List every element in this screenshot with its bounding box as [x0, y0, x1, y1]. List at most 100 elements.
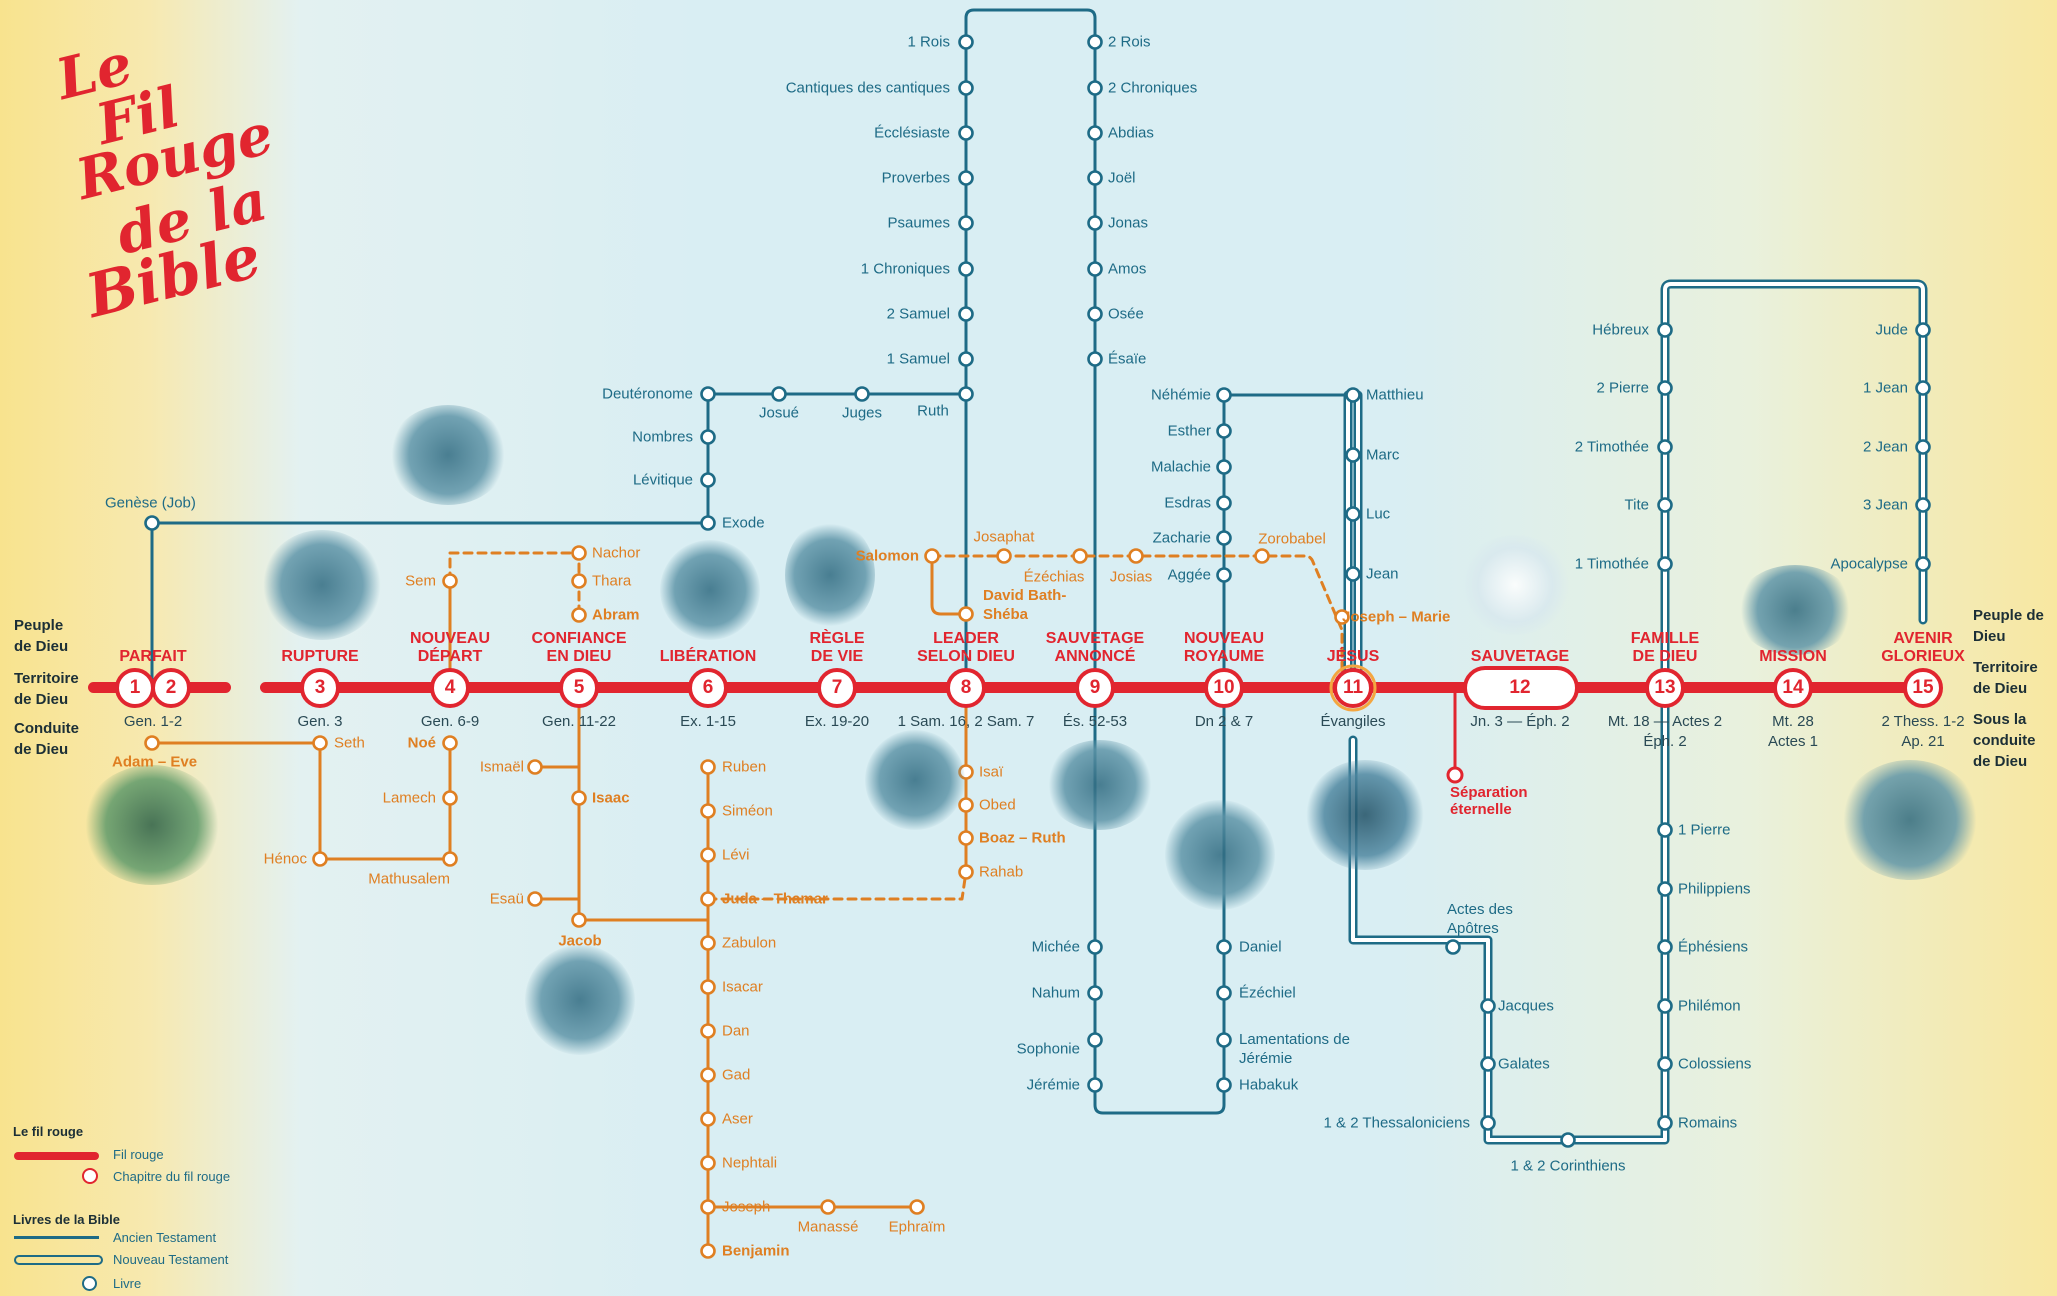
nt-book-stop-2: [1345, 506, 1361, 522]
nt-book-stop-0: [1345, 387, 1361, 403]
station-13-ref: Mt. 18 — Actes 2 Éph. 2: [1607, 713, 1723, 750]
person-stop-18: [700, 935, 716, 951]
book-actes: Actes des Apôtres: [1447, 901, 1513, 937]
book-luc: Luc: [1366, 505, 1391, 523]
moses-illustration: [785, 520, 875, 630]
ot-book-stop-30: [1087, 939, 1103, 955]
ot-book-stop-29: [1216, 567, 1232, 583]
person-lamech: Lamech: [382, 789, 436, 807]
book-colossiens: Colossiens: [1678, 1055, 1752, 1073]
nt-book-stop-7: [1480, 1115, 1496, 1131]
station-11-ref: Évangiles: [1320, 713, 1386, 730]
nt-book-stop-21: [1915, 380, 1931, 396]
book-sophonie: Sophonie: [1016, 1040, 1080, 1058]
left-label-guidance: Conduite de Dieu: [14, 720, 79, 758]
ot-book-stop-37: [1216, 1077, 1232, 1093]
station-4-ref: Gen. 6-9: [420, 713, 480, 730]
person-stop-10: [527, 759, 543, 775]
station-5-title: CONFIANCE EN DIEU: [531, 630, 627, 665]
station-5-ref: Gen. 11-22: [542, 713, 616, 730]
station-2-number: 2: [165, 677, 177, 698]
station-6-number: 6: [702, 677, 714, 698]
person-stop-36: [1254, 548, 1270, 564]
right-label-guidance: Sous la conduite de Dieu: [1973, 711, 2036, 770]
adam-eve-illustration: [82, 765, 222, 885]
station-circle-9: [1075, 668, 1115, 708]
person-isaac: Isaac: [592, 789, 630, 807]
david-illustration: [865, 730, 965, 830]
person-stop-37: [958, 606, 974, 622]
ot-book-stop-27: [1216, 495, 1232, 511]
person-juda-thamar: Juda – Thamar: [722, 890, 828, 908]
ot-book-stop-18: [1087, 125, 1103, 141]
person-stop-33: [996, 548, 1012, 564]
nt-book-stop-17: [1657, 439, 1673, 455]
book-2-samuel: 2 Samuel: [886, 305, 950, 323]
ot-book-stop-6: [854, 386, 870, 402]
person-stop-19: [700, 979, 716, 995]
person-stop-21: [700, 1067, 716, 1083]
nt-book-stop-20: [1915, 322, 1931, 338]
person-rahab: Rahab: [979, 863, 1024, 881]
book-proverbes: Proverbes: [881, 169, 950, 187]
book-amos: Amos: [1108, 260, 1147, 278]
person-joseph-marie: Joseph – Marie: [1342, 608, 1451, 626]
book-nehemie: Néhémie: [1150, 386, 1211, 404]
legend-label-ot: Ancien Testament: [113, 1230, 217, 1245]
person-simeon: Siméon: [722, 802, 773, 820]
person-stop-32: [924, 548, 940, 564]
station-3-ref: Gen. 3: [297, 713, 343, 730]
nt-book-stop-1: [1345, 447, 1361, 463]
ot-book-stop-26: [1216, 459, 1232, 475]
person-stop-38: [1334, 609, 1350, 625]
person-stop-7: [571, 545, 587, 561]
person-stop-16: [700, 847, 716, 863]
book-michee: Michée: [1031, 938, 1080, 956]
station-13-title: FAMILLE DE DIEU: [1630, 630, 1700, 665]
ot-book-stop-17: [1087, 80, 1103, 96]
legend-label-thread: Fil rouge: [113, 1147, 164, 1162]
person-stop-11: [571, 790, 587, 806]
person-gad: Gad: [722, 1066, 751, 1084]
person-david-bathsheba: David Bath-Shéba: [983, 587, 1067, 623]
ot-book-stop-23: [1087, 351, 1103, 367]
ot-book-stop-12: [958, 170, 974, 186]
person-stop-15: [700, 803, 716, 819]
book-marc: Marc: [1366, 446, 1400, 464]
family-line-juda: [706, 870, 968, 901]
book-cantiques: Cantiques des cantiques: [785, 79, 950, 97]
nt-book-stop-15: [1657, 556, 1673, 572]
station-4-number: 4: [444, 677, 456, 698]
person-stop-22: [700, 1111, 716, 1127]
book-ezechiel: Ézéchiel: [1239, 984, 1296, 1002]
station-6-title: LIBÉRATION: [659, 648, 757, 665]
book-1-samuel: 1 Samuel: [886, 350, 950, 368]
station-circle-14: [1903, 668, 1943, 708]
station-12-capsule: [1463, 666, 1579, 710]
station-10-title: NOUVEAU ROYAUME: [1183, 630, 1265, 665]
station-8-title: LEADER SELON DIEU: [917, 630, 1015, 665]
station-13-number: 13: [1654, 677, 1676, 698]
station-circle-11: [1333, 668, 1373, 708]
book-thessaloniciens: 1 & 2 Thessaloniciens: [1323, 1114, 1470, 1132]
person-stop-8: [571, 573, 587, 589]
person-stop-20: [700, 1023, 716, 1039]
ot-book-stop-15: [958, 34, 974, 50]
station-14-ref: Mt. 28 Actes 1: [1767, 713, 1819, 750]
person-stop-35: [1128, 548, 1144, 564]
legend-label-chapter: Chapitre du fil rouge: [113, 1169, 231, 1184]
book-josue: Josué: [758, 404, 800, 422]
family-line-kings: [930, 554, 1344, 690]
person-stop-34: [1072, 548, 1088, 564]
book-romains: Romains: [1678, 1114, 1738, 1132]
station-7-ref: Ex. 19-20: [804, 713, 870, 730]
nt-book-stop-10: [1657, 1056, 1673, 1072]
person-mathusalem: Mathusalem: [368, 870, 450, 888]
book-exode: Exode: [722, 514, 765, 532]
person-stop-29: [958, 797, 974, 813]
book-ruth: Ruth: [917, 402, 949, 420]
station-9-number: 9: [1089, 677, 1101, 698]
book-genese: Genèse (Job): [105, 494, 196, 512]
legend-swatch-nt: [14, 1255, 103, 1265]
book-galates: Galates: [1498, 1055, 1550, 1073]
